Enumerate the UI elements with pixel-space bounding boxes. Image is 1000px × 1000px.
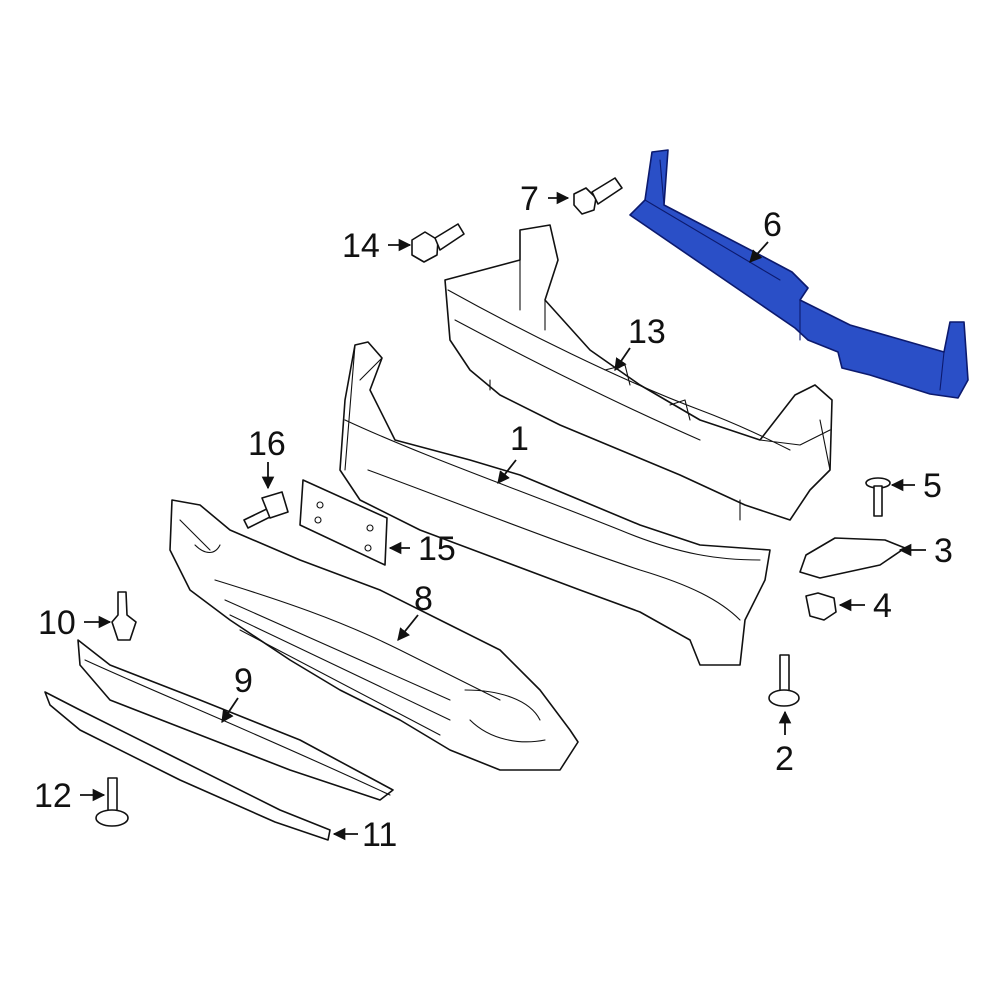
clip-5-part[interactable]	[865, 477, 891, 517]
callout-labels: 1 2 3 4 5 6 7 8 9 10 11 12 13 14 15 16	[34, 180, 953, 854]
leader-6	[749, 241, 769, 263]
bolt-14-part[interactable]	[411, 223, 465, 263]
callout-16: 16	[248, 425, 286, 463]
callout-4: 4	[873, 587, 892, 625]
reinforcement-bar-part[interactable]	[629, 149, 969, 399]
callout-2: 2	[775, 740, 794, 778]
callout-5: 5	[923, 467, 942, 505]
leader-1	[497, 459, 517, 484]
leader-13	[614, 347, 631, 372]
callout-10: 10	[38, 604, 76, 642]
callout-1: 1	[510, 420, 529, 458]
callout-15: 15	[418, 530, 456, 568]
callout-3: 3	[934, 532, 953, 570]
callout-leaders	[80, 191, 926, 841]
callout-11: 11	[362, 816, 397, 854]
bolt-2-part[interactable]	[768, 654, 800, 707]
license-bracket-part[interactable]	[299, 479, 388, 566]
lower-grille-part[interactable]	[169, 499, 579, 771]
bracket-3-part[interactable]	[799, 537, 906, 579]
callout-13: 13	[628, 313, 666, 351]
callout-8: 8	[414, 580, 433, 618]
callout-12: 12	[34, 777, 72, 815]
bumper-cover-part[interactable]	[339, 341, 771, 666]
push-pin-part[interactable]	[243, 491, 289, 529]
trim-strip-part[interactable]	[77, 639, 394, 801]
leader-8	[397, 614, 419, 641]
nut-4-part[interactable]	[805, 592, 837, 621]
bolt-7-part[interactable]	[573, 177, 623, 215]
reinforcement-bar-highlight	[629, 149, 969, 399]
callout-6: 6	[763, 206, 782, 244]
clip-10-part[interactable]	[111, 591, 137, 641]
bolt-12-part[interactable]	[95, 777, 129, 827]
leader-9	[221, 697, 239, 724]
lower-lip-part[interactable]	[44, 691, 331, 841]
callout-7: 7	[520, 180, 539, 218]
callout-14: 14	[342, 227, 380, 265]
callout-9: 9	[234, 662, 253, 700]
